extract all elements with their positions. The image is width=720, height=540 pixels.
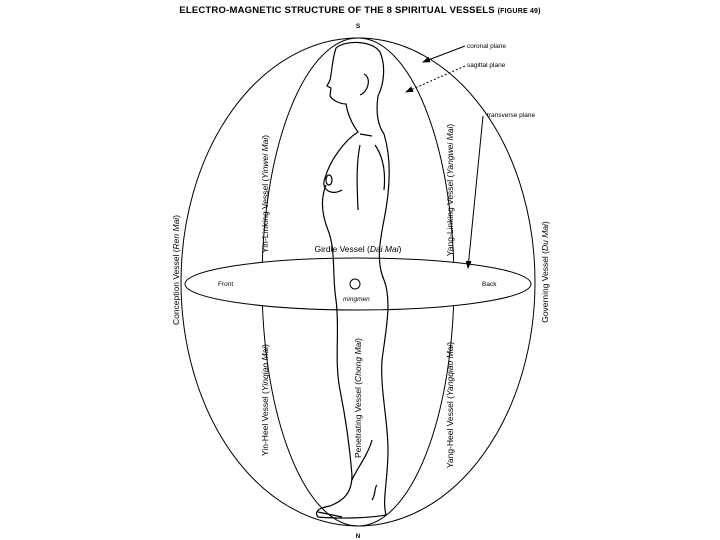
pole-s: S [356,23,361,30]
coronal-plane-label: coronal plane [467,43,506,50]
mingmen-point [349,278,361,290]
conception-vessel-label: Conception Vessel (Ren Mai) [171,215,181,325]
figure-number: (FIGURE 49) [497,8,541,15]
pole-n: N [356,533,361,540]
penetrating-vessel-label: Penetrating Vessel (Chong Mai) [353,338,363,458]
yang-linking-vessel-label: Yang-Linking Vessel (Yangwei Mai) [445,124,455,257]
yang-heel-vessel-label: Yang-Heel Vessel (Yangqiao Mai) [445,342,455,469]
yin-heel-vessel-label: Yin-Heel Vessel (Yinqiao Mai) [260,344,270,456]
transverse-plane-ellipse [184,257,532,311]
governing-vessel-label: Governing Vessel (Du Mai) [540,221,550,323]
transverse-plane-pointer [465,115,484,269]
transverse-plane-label: transverse plane [487,112,535,119]
yin-linking-vessel-label: Yin-Linking Vessel (Yinwei Mai) [260,135,270,253]
diagram-title: ELECTRO-MAGNETIC STRUCTURE OF THE 8 SPIR… [0,5,720,16]
back-label: Back [482,281,497,288]
human-figure [315,41,390,519]
girdle-vessel-label: Girdle Vessel (Dai Mai) [315,244,402,254]
sagittal-plane-label: sagittal plane [467,62,506,69]
coronal-plane-pointer [422,45,466,63]
front-label: Front [218,281,233,288]
mingmen-label: mingmen [343,296,370,303]
sagittal-plane-pointer [405,65,466,93]
title-text: ELECTRO-MAGNETIC STRUCTURE OF THE 8 SPIR… [179,5,495,16]
